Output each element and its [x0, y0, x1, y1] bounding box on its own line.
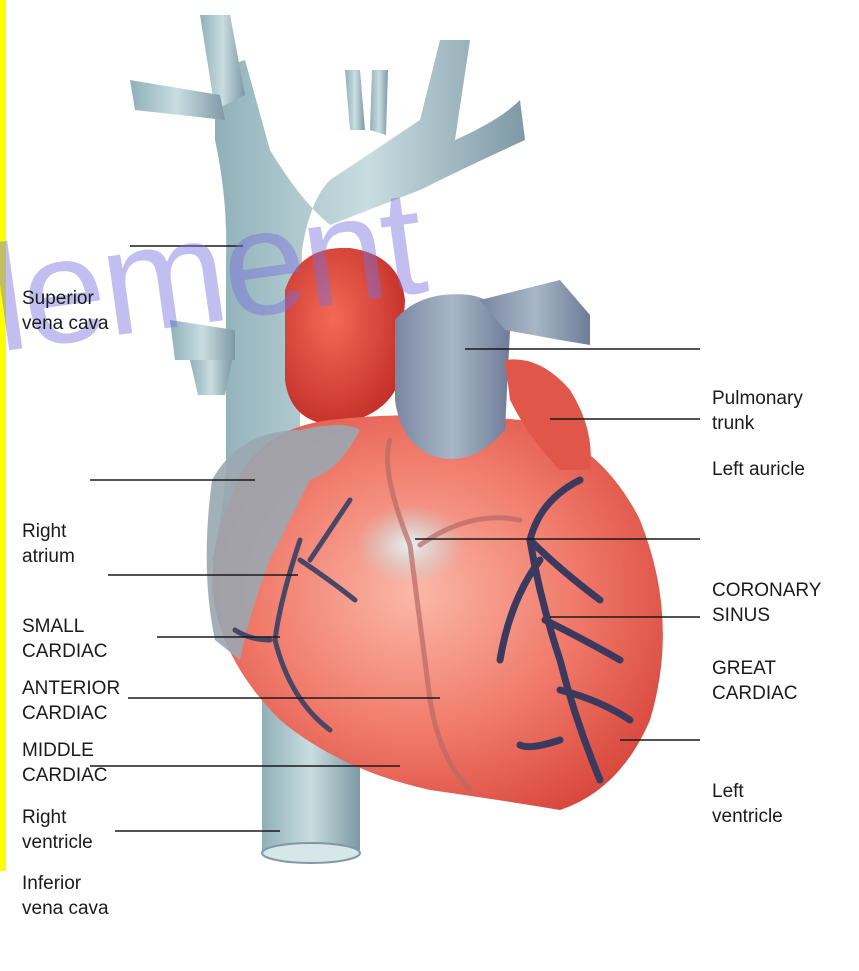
label-left-auricle: Left auricle — [712, 407, 805, 532]
